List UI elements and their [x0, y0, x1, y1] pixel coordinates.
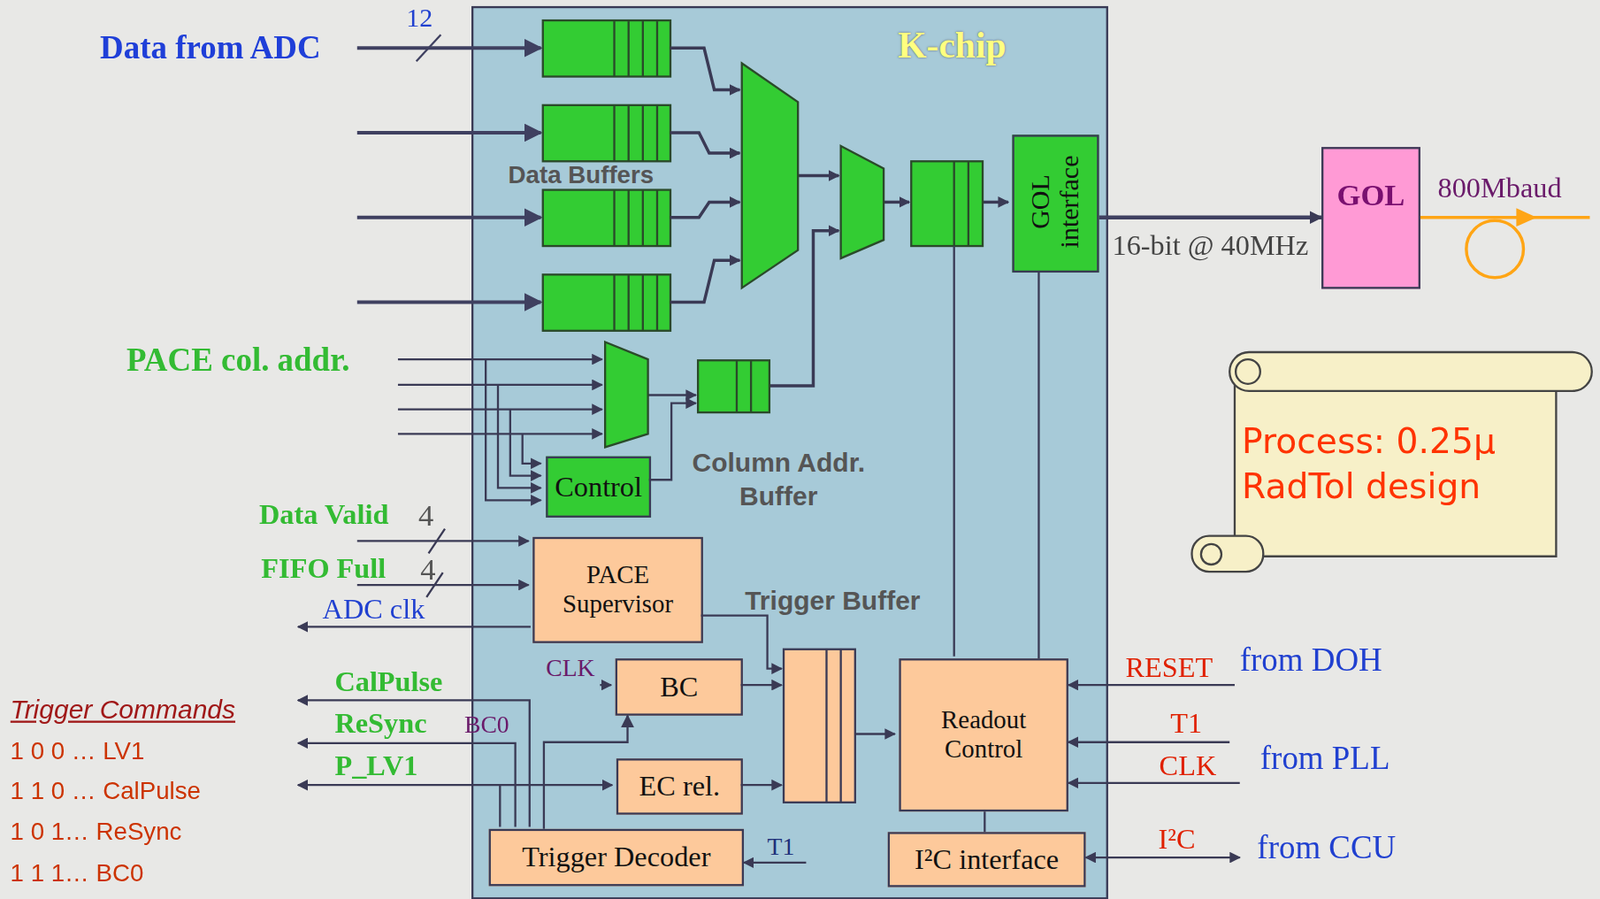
signal-name: CLK — [545, 655, 595, 681]
list-heading: Trigger Commands — [10, 696, 236, 723]
signal-name: T1 — [1170, 709, 1202, 738]
link-speed: 800Mbaud — [1438, 173, 1562, 202]
signal-name: T1 — [767, 834, 796, 859]
counter-block: BC — [615, 658, 743, 716]
interface-block: I²C interface — [888, 831, 1087, 887]
box-label: GOL interface — [1026, 134, 1086, 268]
signal-name: Data Valid — [259, 499, 389, 529]
bus-width: 12 — [405, 5, 433, 32]
box-label: GOL — [1323, 177, 1418, 214]
command-code: 1 1 1… BC0 — [10, 860, 145, 886]
command-code: 1 1 0 … CalPulse — [10, 778, 201, 804]
box-label: Readout Control — [901, 704, 1067, 764]
signal-name: CLK — [1159, 750, 1218, 780]
connector-label: 16-bit @ 40MHz — [1112, 231, 1310, 261]
box-label: K-chip — [897, 24, 1006, 68]
command-code: 1 0 0 … LV1 — [10, 738, 146, 764]
signal-name: RESET — [1125, 652, 1214, 682]
box-label: Process: 0.25μ RadTol design — [1241, 418, 1554, 509]
connector — [543, 715, 628, 829]
signal-name: Data from ADC — [99, 30, 322, 64]
connector — [1037, 272, 1040, 659]
box-label: I²C interface — [910, 842, 1063, 876]
part-name: Column Addr. Buffer — [681, 445, 876, 513]
supervisor-block: PACE Supervisor — [532, 536, 704, 644]
decoder-block: Trigger Decoder — [489, 828, 744, 887]
signal-name: ReSync — [334, 709, 427, 738]
bus-width: 4 — [418, 499, 434, 531]
serializer-chip: GOL — [1321, 146, 1421, 289]
signal-name: FIFO Full — [260, 553, 386, 582]
connector — [1099, 214, 1323, 220]
counter-block: EC rel. — [616, 757, 743, 814]
connector — [983, 811, 986, 832]
source-note: from CCU — [1256, 830, 1396, 864]
box-label: Trigger Decoder — [518, 841, 715, 874]
box-label: Control — [551, 470, 647, 504]
command-code: 1 0 1… ReSync — [10, 819, 183, 844]
box-label: PACE Supervisor — [535, 560, 702, 620]
box-label: BC — [656, 670, 703, 704]
connector-label: BC0 — [464, 711, 510, 737]
control-block: Readout Control — [898, 658, 1069, 812]
source-note: from PLL — [1260, 741, 1391, 774]
source-note: from DOH — [1240, 643, 1383, 676]
signal-name: P_LV1 — [334, 750, 418, 780]
part-name: Data Buffers — [508, 161, 655, 187]
note-scroll: Process: 0.25μ RadTol design — [1188, 346, 1597, 574]
bus-width: 4 — [420, 553, 436, 585]
signal-name: I²C — [1157, 824, 1195, 853]
box-label: EC rel. — [635, 769, 725, 803]
part-name: Trigger Buffer — [744, 586, 920, 613]
signal-name: CalPulse — [334, 667, 443, 697]
signal-name: PACE col. addr. — [126, 343, 350, 376]
control-block: Control — [545, 456, 651, 518]
interface-block: GOL interface — [1011, 134, 1099, 273]
signal-name: ADC clk — [322, 595, 426, 624]
